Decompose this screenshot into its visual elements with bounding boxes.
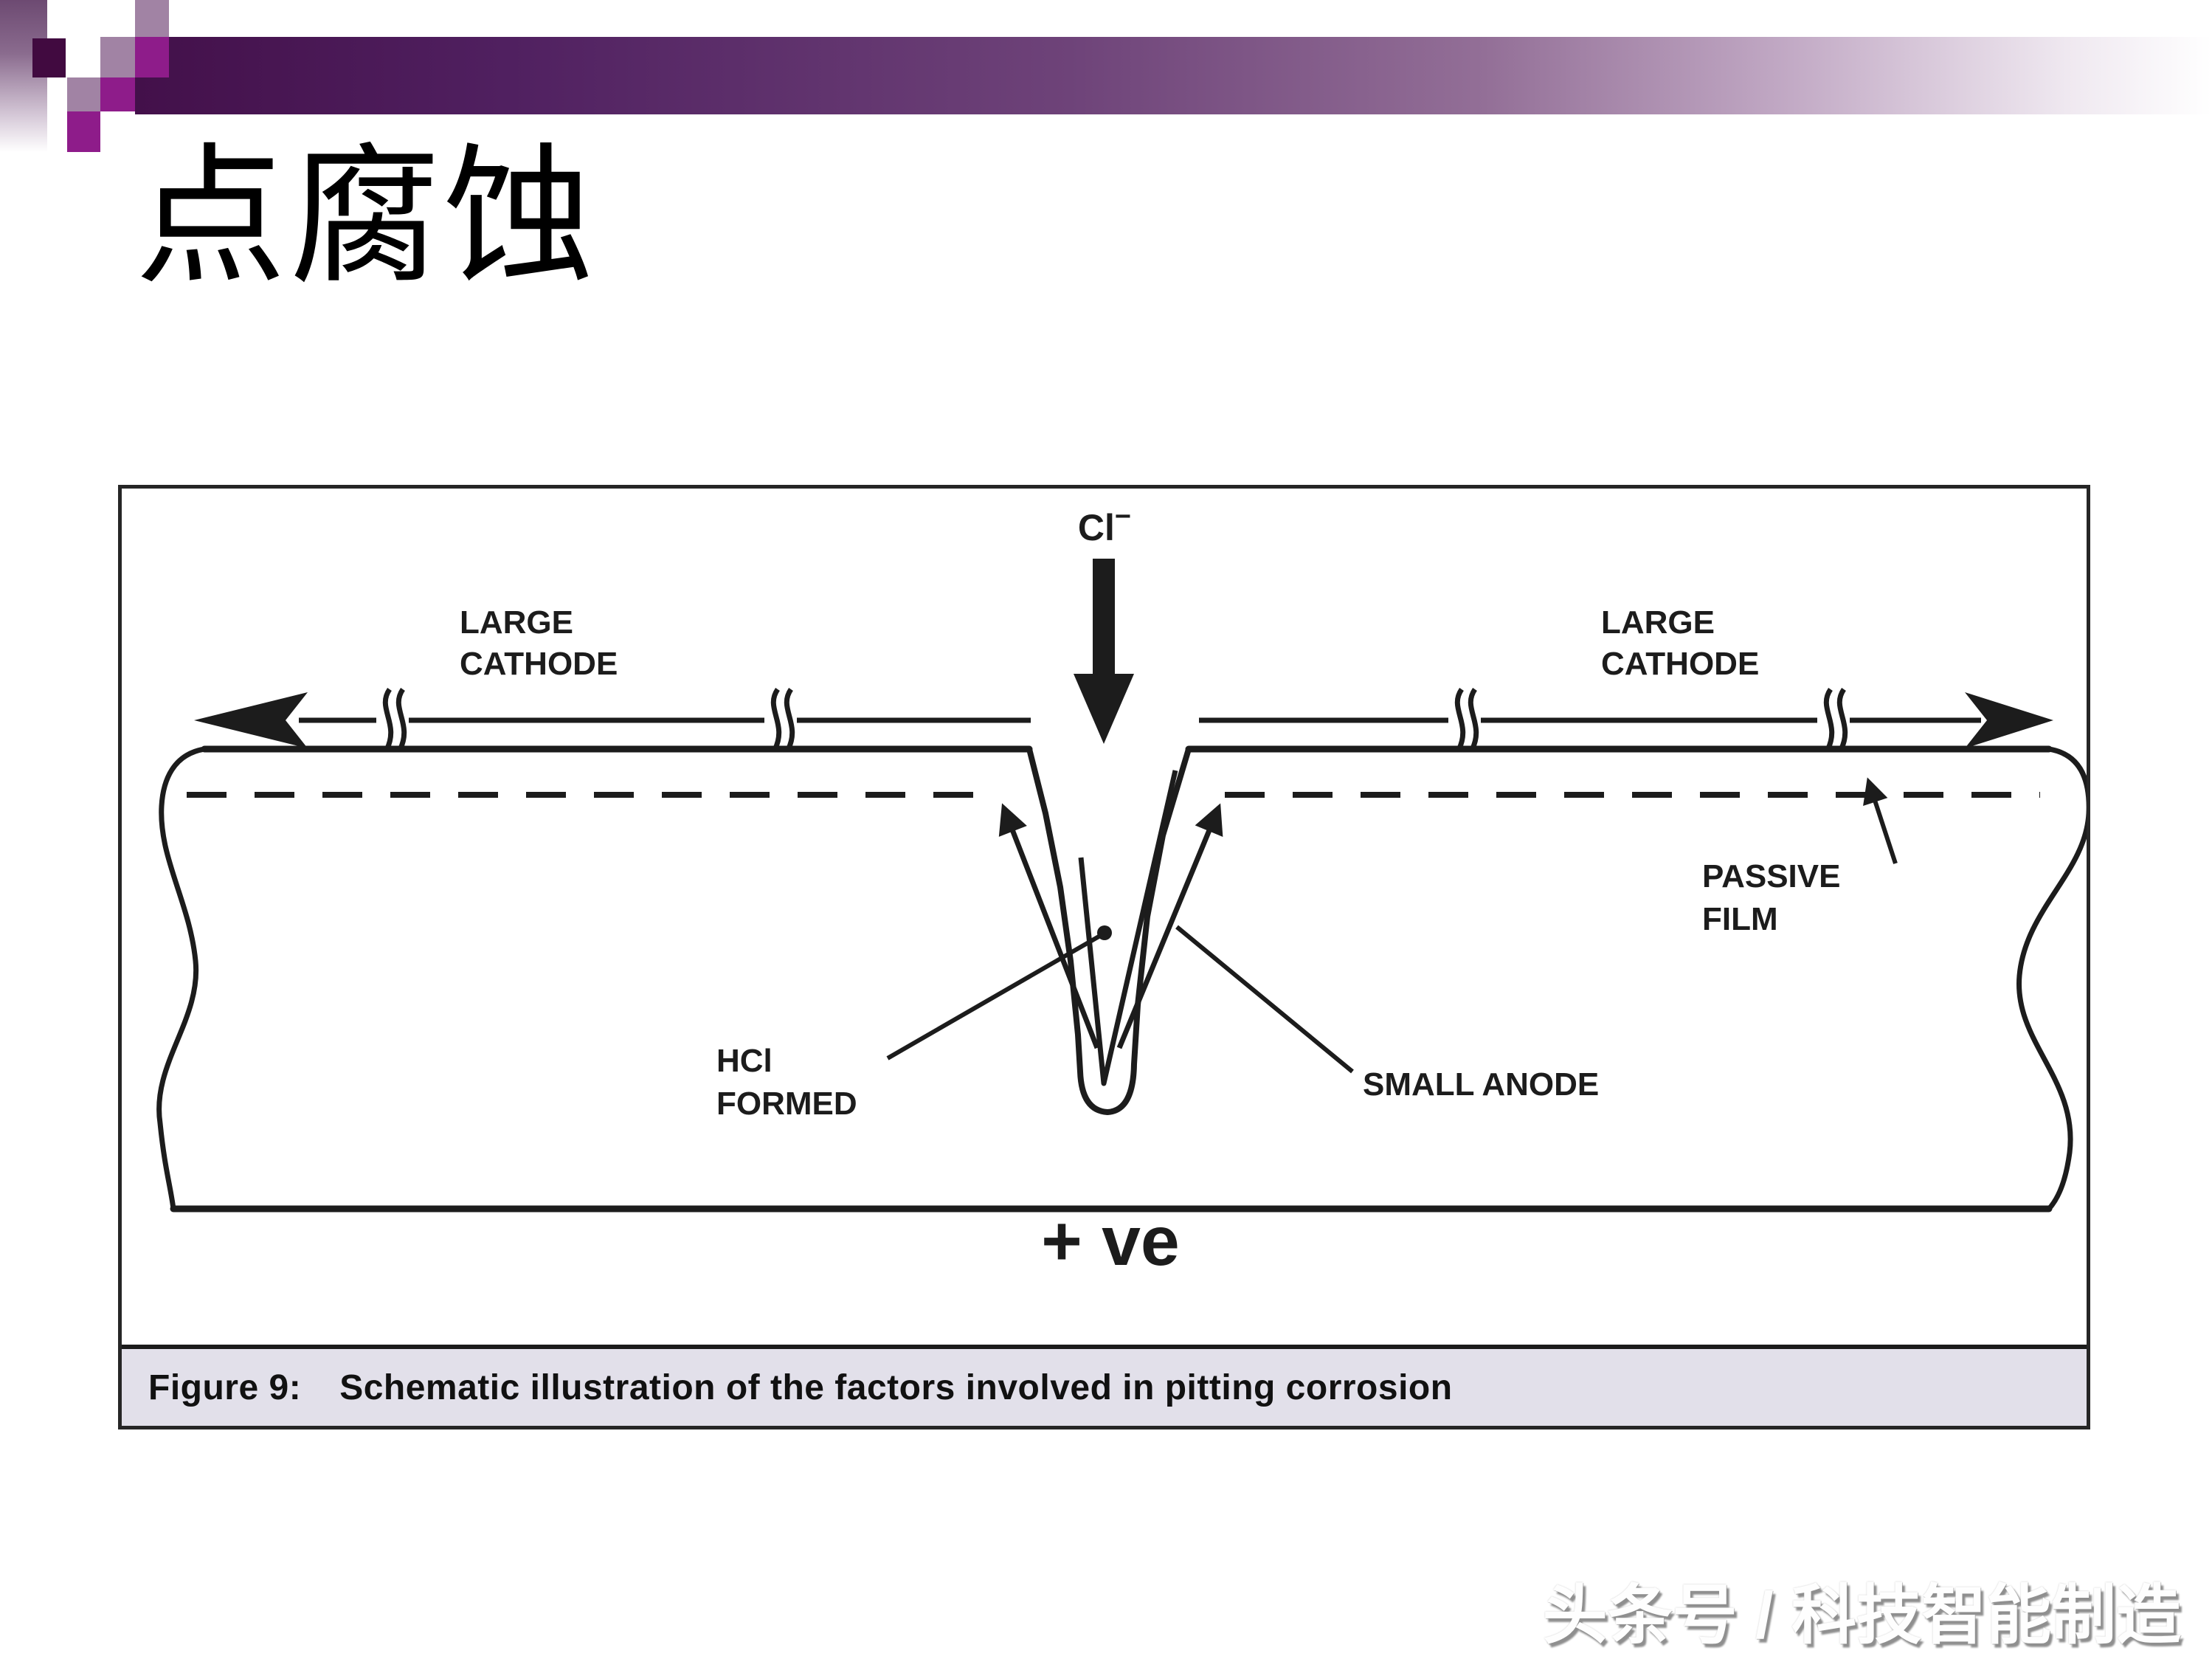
small-anode-label: SMALL ANODE — [1363, 1066, 1599, 1103]
watermark-text: 头条号 / 科技智能制造 — [1542, 1579, 2181, 1652]
svg-text:FORMED: FORMED — [716, 1086, 857, 1122]
figure-caption: Figure 9: Schematic illustration of the … — [122, 1345, 2087, 1426]
header-square-magenta-1 — [135, 37, 169, 77]
hcl-formed-label: HCl FORMED — [716, 1043, 857, 1122]
pit-outline — [1026, 748, 1192, 1115]
header-square-magenta-3 — [67, 111, 100, 152]
figure-caption-text: Schematic illustration of the factors in… — [339, 1367, 1453, 1407]
svg-text:PASSIVE: PASSIVE — [1702, 858, 1840, 894]
hcl-pointer-line — [886, 925, 1112, 1060]
svg-text:CATHODE: CATHODE — [1601, 646, 1759, 682]
pitting-corrosion-diagram: Cl− LARGE CATHODE LARGE CATHODE — [156, 501, 2087, 1280]
svg-text:HCl: HCl — [716, 1043, 773, 1079]
passive-film-label: PASSIVE FILM — [1702, 858, 1840, 937]
line-break-squiggle-icons — [376, 688, 1850, 751]
header-square-magenta-2 — [100, 77, 135, 111]
header-square-mauve-3 — [67, 77, 100, 111]
chloride-down-arrow-icon — [1074, 559, 1134, 744]
metal-block-outline — [156, 745, 2087, 1213]
svg-text:CATHODE: CATHODE — [460, 646, 618, 682]
pitting-corrosion-figure: Cl− LARGE CATHODE LARGE CATHODE — [118, 485, 2090, 1429]
large-cathode-right-label: LARGE CATHODE — [1601, 604, 1759, 682]
chloride-ion-label: Cl− — [1078, 501, 1131, 548]
svg-text:FILM: FILM — [1702, 901, 1778, 937]
small-anode-pointer-line — [1175, 925, 1354, 1074]
page-title: 点腐蚀 — [135, 130, 598, 306]
header-square-dark — [32, 38, 66, 77]
pit-arrow-left — [998, 803, 1100, 1049]
passive-film-pointer-line — [1863, 777, 1898, 864]
header-gradient-bar — [135, 37, 2212, 114]
pit-arrow-right — [1116, 803, 1223, 1049]
svg-text:LARGE: LARGE — [1601, 604, 1715, 641]
figure-caption-number: Figure 9: — [148, 1367, 302, 1407]
cathode-arrow-left — [194, 692, 1031, 748]
header-square-mauve-2 — [100, 37, 135, 77]
svg-text:LARGE: LARGE — [460, 604, 573, 641]
large-cathode-left-label: LARGE CATHODE — [460, 604, 618, 682]
pit-inner-wall — [1078, 770, 1178, 1086]
cathode-arrow-right — [1199, 692, 2053, 748]
header-square-mauve-1 — [135, 0, 169, 37]
positive-charge-label: + ve — [1041, 1202, 1180, 1280]
